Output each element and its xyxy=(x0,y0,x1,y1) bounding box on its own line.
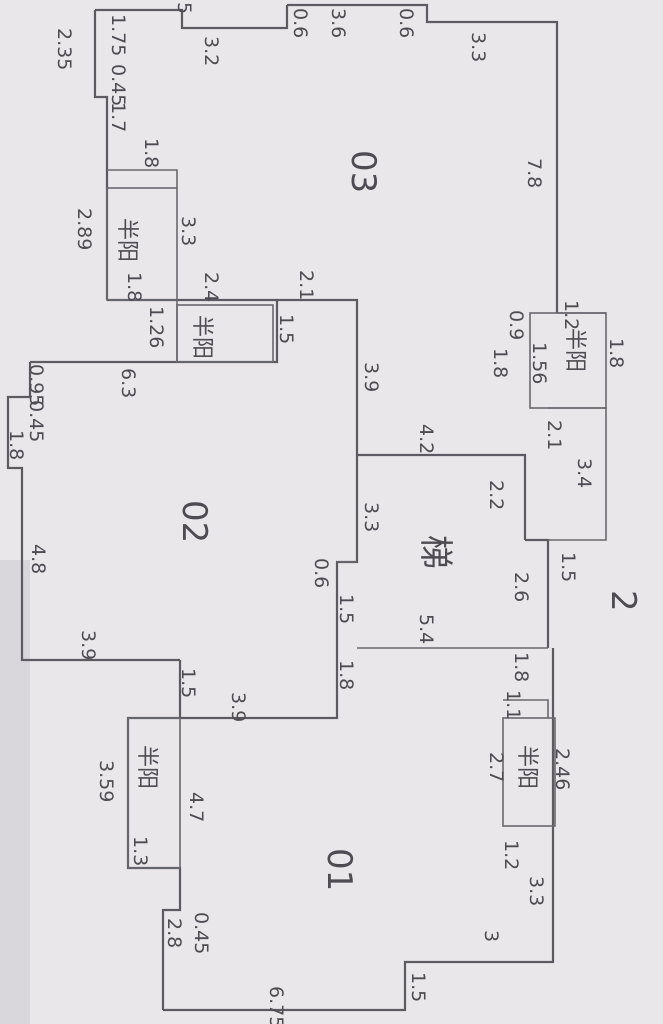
dim-label: 4.7 xyxy=(185,792,207,822)
dim-label: 0.45 xyxy=(190,912,212,954)
dim-label: 1.2 xyxy=(500,840,522,870)
dim-label: 3.3 xyxy=(525,876,547,906)
dim-label: 0.9 xyxy=(505,310,527,340)
dim-label: 2.1 xyxy=(543,420,565,450)
dim-label: 1.5 xyxy=(335,594,357,624)
dim-label: 0.45 xyxy=(107,64,129,106)
room-02-label: 02 xyxy=(174,500,214,543)
dim-label: 1.2 xyxy=(560,300,582,330)
dim-label: 1.7 xyxy=(107,102,129,132)
dim-label: 1.5 xyxy=(557,552,579,582)
dim-label: 1.5 xyxy=(275,314,297,344)
dim-label: 3.9 xyxy=(227,692,249,722)
dim-label: 3.3 xyxy=(360,502,382,532)
room-03-label: 03 xyxy=(343,150,383,193)
dim-label: 2.46 xyxy=(551,748,573,790)
dim-label: 5 xyxy=(173,2,195,14)
stair-label: 梯 xyxy=(415,535,455,569)
dim-label: 2.6 xyxy=(510,572,532,602)
dim-label: 4.8 xyxy=(27,544,49,574)
dim-label: 1.8 xyxy=(605,338,627,368)
dim-label: 3.3 xyxy=(467,32,489,62)
dim-label: 2.35 xyxy=(53,28,75,70)
dim-label: 1.3 xyxy=(129,836,151,866)
balcony-partitions xyxy=(106,169,607,869)
dim-label: 1.56 xyxy=(528,342,550,384)
dim-label: 1.8 xyxy=(140,138,162,168)
dim-label: 2.89 xyxy=(73,208,95,250)
dim-label: 1.8 xyxy=(335,660,357,690)
dim-label: 1.5 xyxy=(177,668,199,698)
dim-label: 1.75 xyxy=(107,14,129,56)
dim-label: 3.3 xyxy=(177,216,199,246)
balcony-label: 半阳 xyxy=(562,328,587,372)
dim-label: 0.95 xyxy=(25,364,47,406)
dim-label: 2.7 xyxy=(485,752,507,782)
dim-label: 4.2 xyxy=(415,424,437,454)
dim-label: 3.9 xyxy=(77,630,99,660)
dimension-labels: 1.75 5 3.2 0.6 3.6 0.6 3.3 2.35 0.45 1.7… xyxy=(5,2,627,1024)
balcony-label: 半阳 xyxy=(514,745,539,789)
balcony-label: 半阳 xyxy=(134,745,159,789)
dim-label: 3.59 xyxy=(95,760,117,802)
dim-label: 3.9 xyxy=(360,362,382,392)
dim-label: 0.6 xyxy=(289,8,311,38)
room-01-label: 01 xyxy=(319,848,359,891)
dim-label: 1.8 xyxy=(5,430,27,460)
dim-label: 0.45 xyxy=(25,400,47,442)
balcony-label: 半阳 xyxy=(189,315,214,359)
dim-label: 5.4 xyxy=(415,614,437,644)
dim-label: 1.8 xyxy=(510,652,532,682)
corner-label: 2 xyxy=(603,590,643,612)
dim-label: 3 xyxy=(480,930,502,942)
dim-label: 2.4 xyxy=(200,272,222,302)
dim-label: 1.8 xyxy=(123,272,145,302)
dim-label: 1.26 xyxy=(145,306,167,348)
dim-label: 2.2 xyxy=(485,480,507,510)
balcony-label: 半阳 xyxy=(114,218,139,262)
dim-label: 0.6 xyxy=(310,558,332,588)
dim-label: 7.8 xyxy=(523,158,545,188)
dim-label: 3.2 xyxy=(200,36,222,66)
dim-label: 6.3 xyxy=(117,368,139,398)
outer-walls xyxy=(6,3,559,1012)
dim-label: 3.4 xyxy=(573,458,595,488)
dim-label: 1.1 xyxy=(502,690,524,720)
dim-label: 3.6 xyxy=(327,8,349,38)
dim-label: 2.1 xyxy=(295,270,317,300)
dim-label: 0.6 xyxy=(395,8,417,38)
dim-label: 1.5 xyxy=(407,972,429,1002)
paper-shadow xyxy=(0,560,30,1024)
dim-label: 2.8 xyxy=(163,918,185,948)
dim-label: 1.8 xyxy=(489,348,511,378)
dim-label: 6.75 xyxy=(265,986,287,1024)
